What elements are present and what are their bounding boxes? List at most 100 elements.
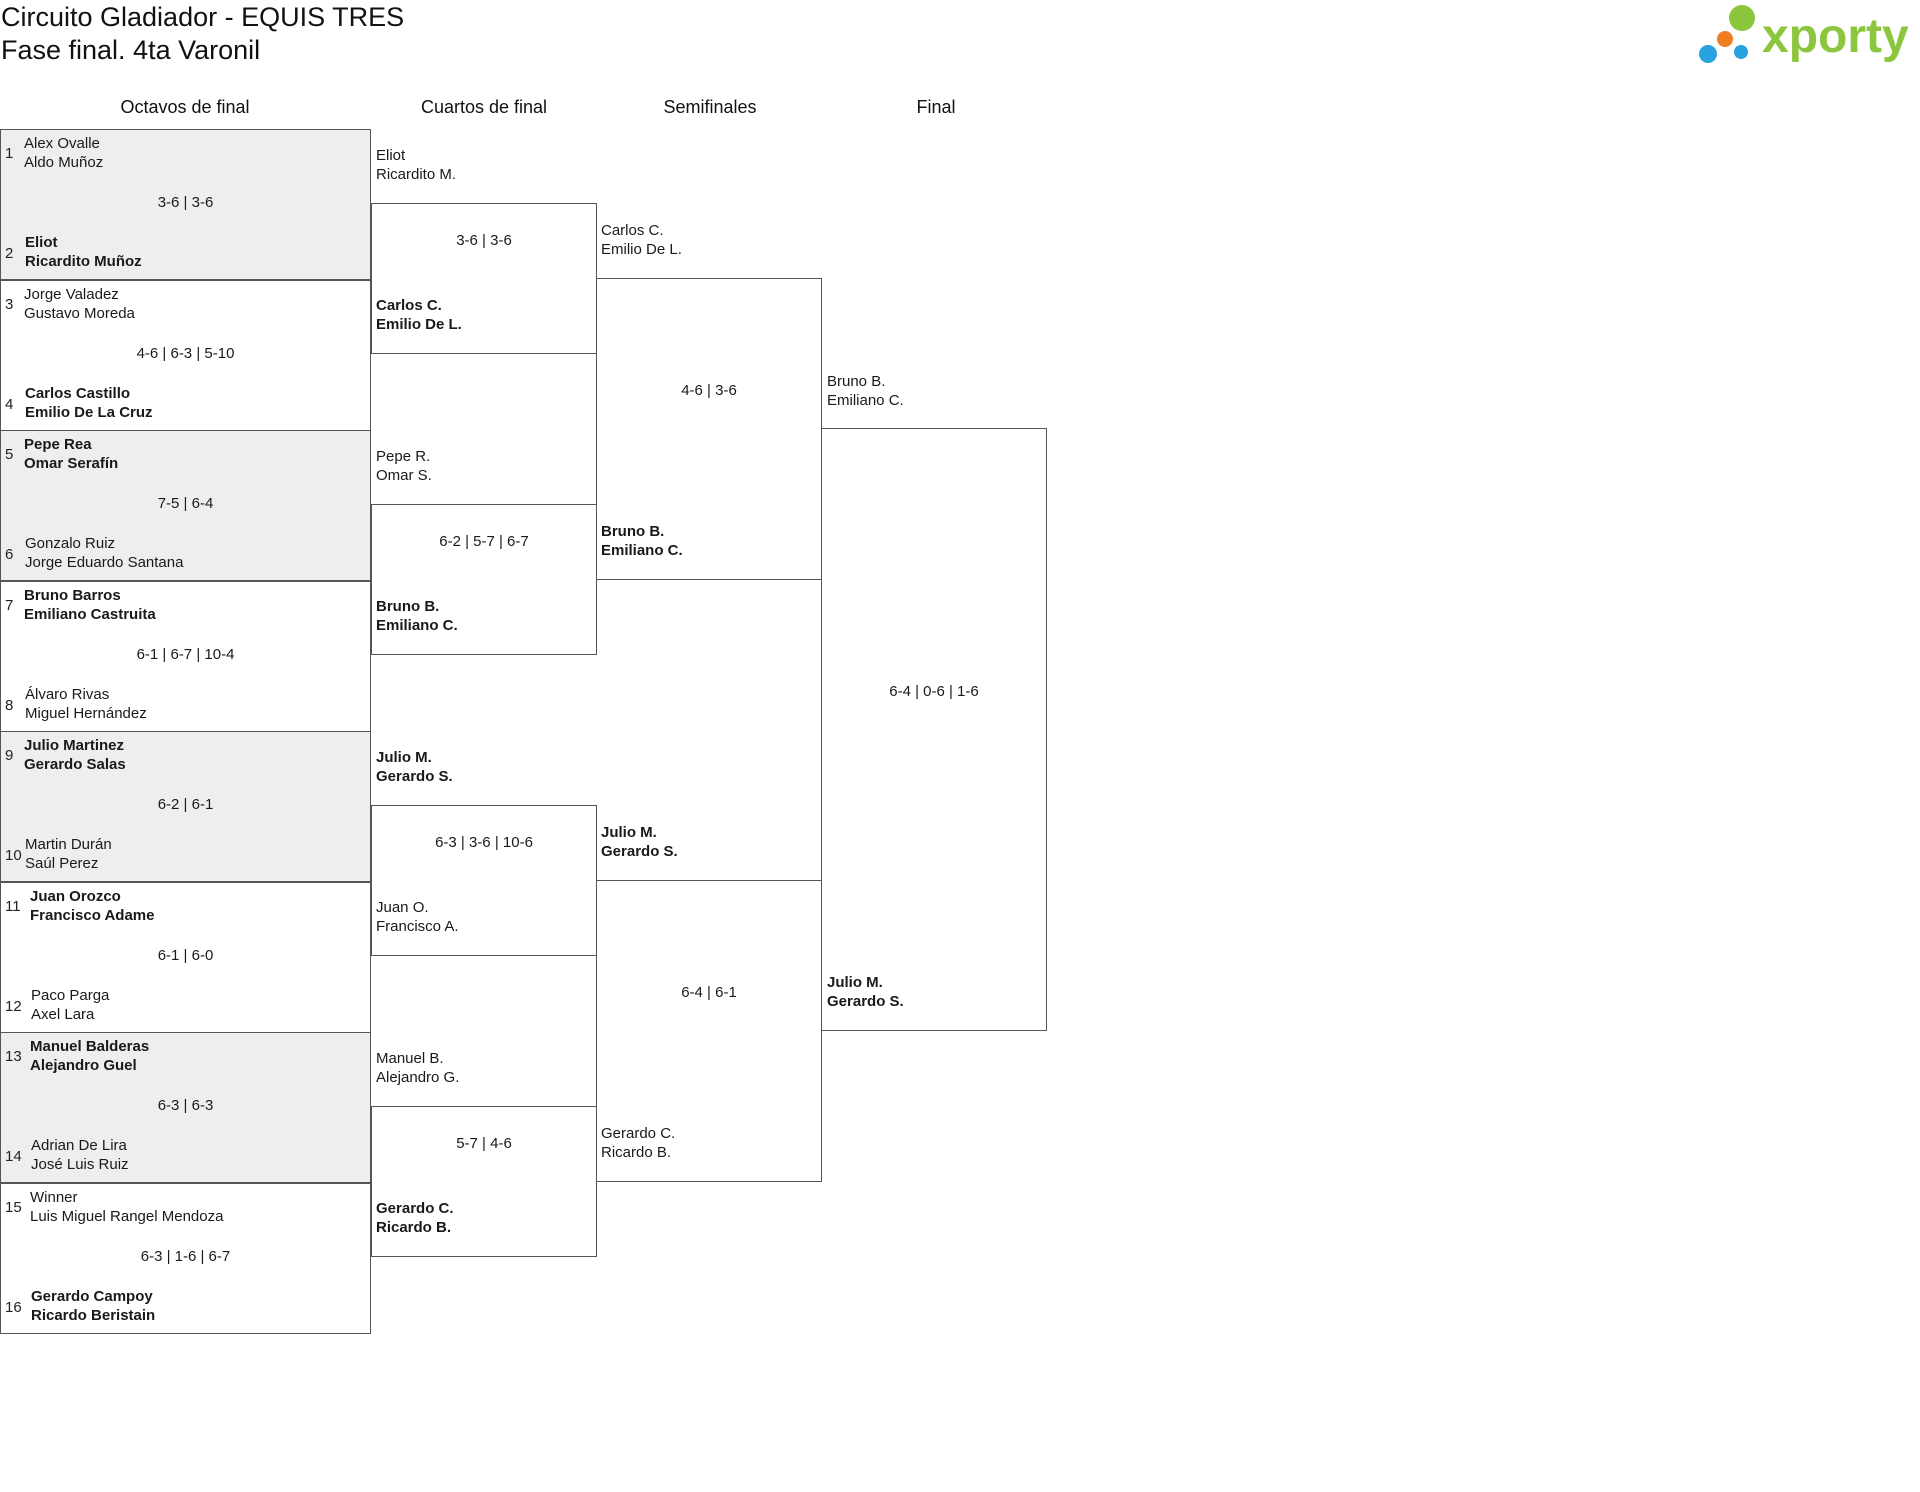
match-score: 5-7 | 4-6 bbox=[456, 1135, 512, 1152]
team-bottom: Gerardo C.Ricardo B. bbox=[376, 1199, 454, 1237]
logo-dot-green bbox=[1729, 5, 1755, 31]
player-name: Aldo Muñoz bbox=[24, 154, 104, 171]
player-name: José Luis Ruiz bbox=[31, 1156, 129, 1173]
player-name: Omar Serafín bbox=[24, 455, 119, 472]
player-name: Gerardo C. bbox=[601, 1125, 676, 1142]
team-top: Julio M. Gerardo S. bbox=[601, 823, 678, 861]
match-box-octavos bbox=[0, 1032, 371, 1183]
player-name: Julio M. bbox=[376, 749, 432, 766]
player-name: Emiliano C. bbox=[376, 617, 458, 634]
xporty-logo: xporty bbox=[1690, 0, 1920, 72]
player-name: Francisco Adame bbox=[30, 906, 155, 924]
player-name: Gerardo Salas bbox=[24, 756, 126, 773]
seed-number: 7 bbox=[5, 596, 14, 614]
team-top: Manuel B. Alejandro G. bbox=[376, 1049, 459, 1087]
player-name: Julio M. bbox=[601, 824, 657, 841]
player-name: Manuel B. bbox=[376, 1050, 444, 1067]
seed-number: 16 bbox=[5, 1298, 22, 1316]
match-score: 6-3 | 3-6 | 10-6 bbox=[435, 834, 533, 851]
seed-number: 12 bbox=[5, 997, 22, 1015]
player-name: Ricardo Beristain bbox=[31, 1306, 156, 1324]
player-name: Carlos C. bbox=[376, 297, 442, 314]
seed-number: 6 bbox=[5, 546, 14, 563]
player-name: Bruno B. bbox=[376, 598, 440, 615]
player-name: Carlos Castillo bbox=[25, 384, 131, 402]
player-name: Bruno B. bbox=[601, 523, 665, 540]
player-name: Emiliano Castruita bbox=[24, 605, 156, 623]
player-name: Omar S. bbox=[376, 467, 432, 484]
seed-number: 11 bbox=[5, 897, 21, 915]
player-name: Emiliano C. bbox=[601, 542, 683, 559]
match-score: 6-3 | 6-3 bbox=[157, 1097, 214, 1114]
player-name: Saúl Perez bbox=[25, 855, 99, 872]
player-name: Adrian De Lira bbox=[31, 1137, 127, 1154]
player-name: Emilio De La Cruz bbox=[25, 403, 153, 421]
phase-title: Fase final. 4ta Varonil bbox=[1, 35, 261, 65]
player-name: Gerardo S. bbox=[601, 843, 678, 860]
match-score: 4-6 | 6-3 | 5-10 bbox=[136, 344, 235, 362]
team-top: Carlos C. Emilio De L. bbox=[601, 221, 682, 259]
seed-number: 8 bbox=[5, 696, 14, 714]
player-name: Alejandro G. bbox=[376, 1069, 460, 1086]
player-name: Pepe R. bbox=[376, 448, 431, 465]
player-name: Eliot bbox=[376, 147, 406, 164]
seed-number: 15 bbox=[5, 1198, 22, 1216]
player-name: Axel Lara bbox=[31, 1005, 95, 1023]
match-box-octavos bbox=[0, 731, 371, 882]
match-score: 4-6 | 3-6 bbox=[681, 382, 737, 399]
player-name: Julio Martinez bbox=[24, 737, 125, 754]
match-score: 3-6 | 3-6 bbox=[456, 232, 512, 249]
match-score: 6-4 | 6-1 bbox=[681, 984, 737, 1001]
logo-dot-orange bbox=[1717, 31, 1733, 47]
player-name: Emilio De L. bbox=[601, 241, 682, 258]
player-name: Paco Parga bbox=[31, 986, 110, 1004]
seed-number: 9 bbox=[5, 747, 14, 764]
player-name: Gerardo S. bbox=[376, 768, 453, 785]
player-name: Gerardo Campoy bbox=[31, 1287, 153, 1305]
seed-number: 3 bbox=[5, 295, 14, 313]
seed-number: 10 bbox=[5, 847, 22, 864]
player-name: Ricardito M. bbox=[376, 166, 457, 183]
player-name: Álvaro Rivas bbox=[25, 685, 110, 703]
match-box-semis bbox=[596, 880, 822, 1182]
seed-number: 14 bbox=[5, 1148, 22, 1165]
match-score: 6-1 | 6-7 | 10-4 bbox=[136, 645, 235, 663]
seed-number: 2 bbox=[5, 245, 14, 262]
player-name: Bruno B. bbox=[827, 373, 886, 390]
player-name: Ricardo B. bbox=[601, 1144, 672, 1161]
seed-number: 4 bbox=[5, 395, 14, 413]
seed-number: 5 bbox=[5, 446, 14, 463]
player-name: Martin Durán bbox=[25, 836, 112, 853]
player-name: Luis Miguel Rangel Mendoza bbox=[30, 1207, 224, 1225]
match-box-octavos bbox=[0, 129, 371, 280]
player-name: Juan O. bbox=[376, 899, 429, 916]
player-name: Eliot bbox=[25, 234, 58, 251]
player-name: Jorge Valadez bbox=[24, 285, 119, 303]
round-header-final: Final bbox=[916, 97, 956, 117]
team-bottom: Julio M.Gerardo S. bbox=[827, 973, 904, 1011]
match-box-final bbox=[821, 428, 1047, 1031]
player-name: Carlos C. bbox=[601, 222, 664, 239]
round-header-octavos: Octavos de final bbox=[120, 97, 250, 117]
player-name: Gerardo S. bbox=[827, 993, 904, 1010]
team-bottom: Bruno B. Emiliano C. bbox=[376, 597, 458, 635]
team-top: Bruno B.Emiliano C. bbox=[827, 372, 904, 410]
round-header-cuartos: Cuartos de final bbox=[420, 97, 548, 117]
match-score: 6-4 | 0-6 | 1-6 bbox=[889, 683, 979, 700]
match-score: 6-3 | 1-6 | 6-7 bbox=[140, 1247, 231, 1265]
match-score: 3-6 | 3-6 bbox=[157, 194, 214, 211]
match-score: 6-2 | 6-1 bbox=[157, 796, 214, 813]
player-name: Juan Orozco bbox=[30, 887, 121, 905]
player-name: Francisco A. bbox=[376, 918, 459, 935]
